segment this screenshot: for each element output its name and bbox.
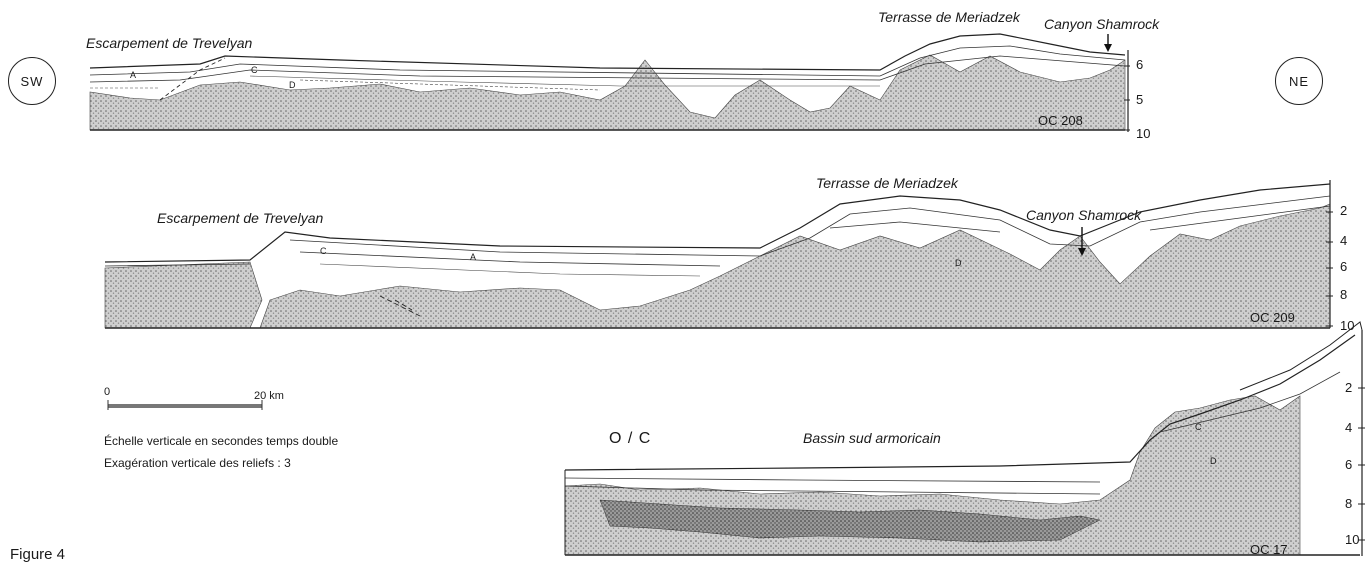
unit-letter-d: D xyxy=(289,80,296,90)
oc209-layer-4 xyxy=(320,264,700,276)
oc17-depth-tick: 8 xyxy=(1345,496,1352,511)
oc208-depth-tick: 5 xyxy=(1136,92,1143,107)
oc17-depth-tick: 2 xyxy=(1345,380,1352,395)
oc209-depth-tick: 8 xyxy=(1340,287,1347,302)
note-vertical-exaggeration: Exagération verticale des reliefs : 3 xyxy=(104,456,291,470)
oc209-depth-tick: 2 xyxy=(1340,203,1347,218)
oc209-depth-tick: 10 xyxy=(1340,318,1354,333)
scale-start-label: 0 xyxy=(104,386,110,398)
orientation-sw: SW xyxy=(8,57,56,105)
note-vertical-scale: Échelle verticale en secondes temps doub… xyxy=(104,434,338,448)
oc209-label-shamrock: Canyon Shamrock xyxy=(1026,207,1141,223)
oc17-title-tag: O / C xyxy=(609,430,651,448)
unit-letter-c: C xyxy=(320,246,327,256)
unit-letter-d: D xyxy=(955,258,962,268)
oc17-profile-id: OC 17 xyxy=(1250,542,1288,557)
profile-oc17 xyxy=(565,322,1365,556)
oc209-label-trevelyan: Escarpement de Trevelyan xyxy=(157,210,323,226)
oc17-depth-tick: 10 xyxy=(1345,532,1359,547)
unit-letter-a: A xyxy=(130,70,136,80)
oc209-basement-main xyxy=(260,204,1330,328)
unit-letter-c: C xyxy=(251,65,258,75)
oc209-depth-tick: 4 xyxy=(1340,233,1347,248)
unit-letter-c: C xyxy=(1195,422,1202,432)
oc208-label-trevelyan: Escarpement de Trevelyan xyxy=(86,35,252,51)
oc208-basement xyxy=(90,55,1125,130)
unit-letter-a: A xyxy=(470,252,476,262)
scale-end-label: 20 km xyxy=(254,390,284,402)
oc17-depth-tick: 6 xyxy=(1345,457,1352,472)
profile-oc209 xyxy=(105,180,1333,328)
scale-bar xyxy=(108,400,262,410)
oc17-label-bassin: Bassin sud armoricain xyxy=(803,430,941,446)
figure-label: Figure 4 xyxy=(10,546,65,563)
oc208-label-shamrock: Canyon Shamrock xyxy=(1044,16,1159,32)
unit-letter-d: D xyxy=(1210,456,1217,466)
oc208-depth-tick: 10 xyxy=(1136,126,1150,141)
oc17-depth-tick: 4 xyxy=(1345,420,1352,435)
oc209-basement xyxy=(105,262,262,328)
oc209-layer-2 xyxy=(105,196,1330,266)
oc209-label-meriadzek: Terrasse de Meriadzek xyxy=(816,175,958,191)
oc208-label-meriadzek: Terrasse de Meriadzek xyxy=(878,9,1020,25)
oc209-profile-id: OC 209 xyxy=(1250,310,1295,325)
orientation-ne: NE xyxy=(1275,57,1323,105)
oc209-depth-tick: 6 xyxy=(1340,259,1347,274)
oc208-depth-tick: 6 xyxy=(1136,57,1143,72)
oc208-profile-id: OC 208 xyxy=(1038,113,1083,128)
